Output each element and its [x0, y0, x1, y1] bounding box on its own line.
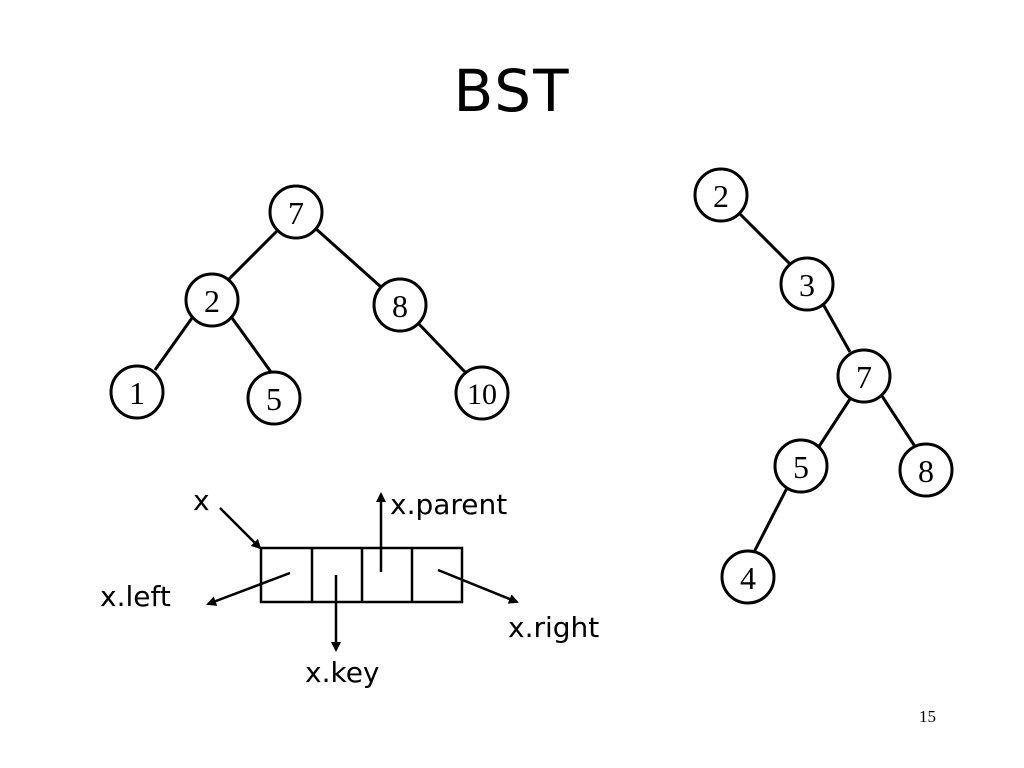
label-x-key: x.key	[305, 656, 379, 689]
right-tree-node-4: 4	[720, 549, 776, 605]
node-label: 3	[799, 267, 815, 303]
right-tree-node-3: 3	[779, 256, 835, 312]
edge-3-7	[821, 303, 852, 353]
left-tree-edges	[153, 226, 467, 374]
edge-2-1	[153, 317, 194, 371]
node-label: 8	[392, 288, 408, 324]
left-tree-node-10: 10	[454, 365, 510, 421]
edge-2-5	[230, 317, 273, 373]
edge-5-4	[750, 487, 789, 557]
right-tree-node-2: 2	[693, 167, 749, 223]
right-tree-node-8: 8	[898, 442, 954, 498]
label-x: x	[193, 484, 210, 517]
page-number: 15	[919, 707, 936, 726]
node-label: 5	[266, 381, 282, 417]
edge-8-10	[415, 320, 467, 374]
left-tree-node-1: 1	[109, 364, 165, 420]
edge-7-8r	[880, 395, 918, 449]
left-tree-node-8: 8	[372, 277, 428, 333]
right-tree-edges	[738, 212, 918, 557]
node-label: 5	[793, 449, 809, 485]
edge-7-5	[816, 395, 854, 449]
edge-7-8	[314, 226, 382, 289]
node-record: x x.parent x.left x.key x.right	[100, 484, 599, 689]
node-label: 2	[713, 178, 729, 214]
label-x-parent: x.parent	[390, 488, 507, 521]
right-tree-node-7: 7	[836, 348, 892, 404]
left-tree-node-7: 7	[268, 184, 324, 240]
edge-2-3	[738, 212, 792, 266]
node-label: 7	[856, 359, 872, 395]
node-label: 4	[740, 560, 756, 596]
left-tree-node-2: 2	[184, 272, 240, 328]
node-label: 7	[288, 195, 304, 231]
x-pointer-arrow	[219, 507, 262, 550]
node-label: 2	[204, 283, 220, 319]
right-pointer-arrow	[437, 568, 519, 604]
left-pointer-arrow	[206, 571, 291, 606]
label-x-right: x.right	[508, 611, 599, 644]
edge-7-2	[226, 228, 280, 282]
left-tree-node-5: 5	[246, 370, 302, 426]
node-label: 1	[129, 375, 145, 411]
slide-title: BST	[453, 57, 571, 125]
node-label: 10	[467, 378, 497, 411]
node-label: 8	[918, 453, 934, 489]
right-tree-node-5: 5	[773, 438, 829, 494]
label-x-left: x.left	[100, 580, 171, 613]
